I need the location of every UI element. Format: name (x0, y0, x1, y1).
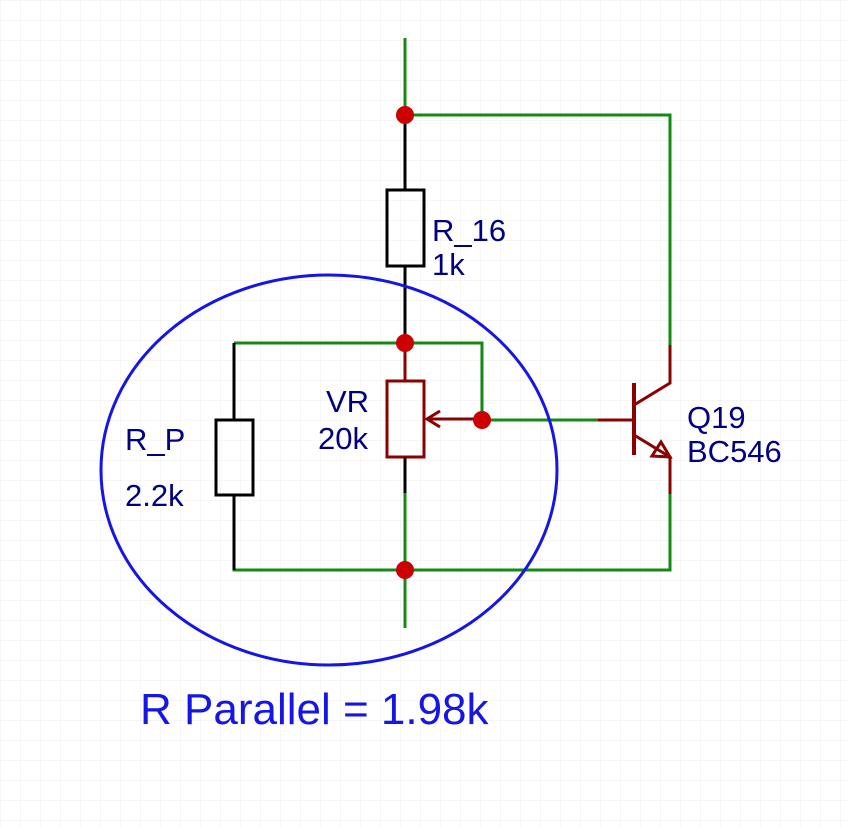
vr-value-label: 20k (318, 421, 368, 456)
junction-middle (396, 334, 414, 352)
vr-wiper-arrow (424, 409, 441, 429)
r16-value-label: 1k (432, 247, 465, 282)
junctions (396, 106, 491, 579)
rp-resistor-body (214, 418, 255, 497)
component-labels: R_16 1k R_P 2.2k VR 20k Q19 BC546 (125, 213, 782, 513)
r16-name-label: R_16 (432, 213, 506, 248)
junction-top (396, 106, 414, 124)
parallel-highlight-ellipse (99, 273, 559, 667)
r16-resistor-body (385, 188, 426, 268)
q19-transistor (598, 345, 673, 494)
component-leads (232, 115, 407, 570)
q19-name-label: Q19 (687, 400, 746, 435)
rp-name-label: R_P (125, 422, 185, 457)
q19-collector (633, 345, 672, 407)
junction-wiper (473, 411, 491, 429)
wire-top-to-collector (405, 113, 672, 345)
rp-value-label: 2.2k (125, 478, 184, 513)
junction-bottom (396, 561, 414, 579)
vr-name-label: VR (326, 384, 369, 419)
wire-parallel-top (234, 341, 484, 420)
q19-value-label: BC546 (687, 434, 782, 469)
q19-emitter-arrow (649, 439, 673, 459)
parallel-resistance-annotation: R Parallel = 1.98k (140, 685, 490, 734)
